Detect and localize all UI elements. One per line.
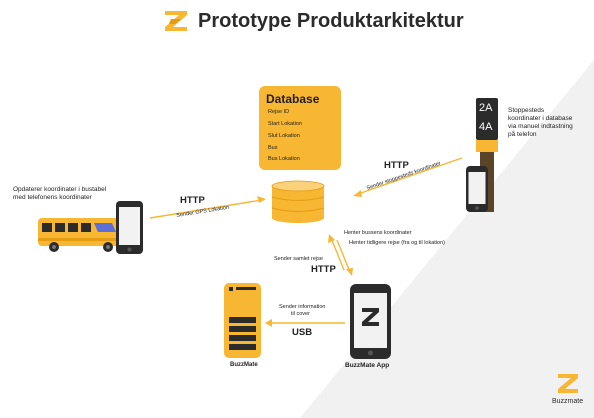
app-down-text-line1: Henter bussens koordinater bbox=[344, 230, 412, 236]
stop-label-line2: koordinater i database bbox=[508, 115, 573, 122]
bus-label-line1: Opdaterer koordinater i bustabel bbox=[13, 186, 107, 193]
logo-text: Buzzmate bbox=[552, 398, 584, 405]
usb-protocol-label: USB bbox=[292, 327, 313, 338]
database-box bbox=[259, 86, 341, 170]
stop-sign-bottom: 4A bbox=[479, 121, 493, 133]
buzzmate-cover-label: BuzzMate bbox=[230, 362, 258, 368]
database-cylinder-icon bbox=[271, 180, 325, 223]
usb-text-line2: til cover bbox=[291, 311, 310, 317]
page-title: Prototype Produktarkitektur bbox=[198, 10, 464, 32]
title-logo-icon bbox=[165, 11, 187, 31]
app-down-text-line2: Henter tidligere rejse (fra og til lokat… bbox=[349, 240, 445, 246]
buzzmate-app-label: BuzzMate App bbox=[345, 362, 390, 369]
bus-label-line2: med telefonens koordinater bbox=[13, 194, 92, 201]
db-field-slut-lokation: Slut Lokation bbox=[268, 133, 300, 139]
stop-http-label: HTTP bbox=[384, 160, 409, 171]
stop-label-line3: via manuel indtastning bbox=[508, 123, 573, 130]
database-title: Database bbox=[266, 92, 320, 106]
stop-label-line1: Stoppesteds bbox=[508, 107, 545, 114]
db-field-bus-lokation: Bus Lokation bbox=[268, 156, 300, 162]
bus-http-label: HTTP bbox=[180, 195, 205, 206]
stop-label-line4: på telefon bbox=[508, 131, 537, 138]
buzzmate-logo-icon bbox=[558, 374, 578, 393]
buzzmate-cover-icon bbox=[224, 283, 261, 358]
stop-sign-top: 2A bbox=[479, 102, 493, 114]
bus-phone-icon bbox=[116, 201, 143, 254]
buzzmate-app-phone-icon bbox=[350, 284, 391, 359]
stop-phone-icon bbox=[466, 166, 488, 212]
db-field-rejse-id: Rejse ID bbox=[268, 109, 290, 115]
db-field-bus: Bus bbox=[268, 145, 278, 151]
db-field-start-lokation: Start Lokation bbox=[268, 121, 302, 127]
app-http-label: HTTP bbox=[311, 264, 336, 275]
app-up-text: Sender samlet rejse bbox=[274, 256, 323, 262]
usb-text-line1: Sender information bbox=[279, 304, 326, 310]
